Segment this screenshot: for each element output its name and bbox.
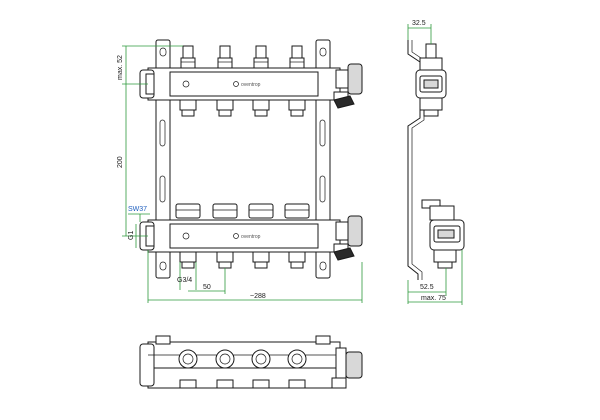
lower-outlets bbox=[179, 251, 306, 269]
top-view-valve-heads bbox=[178, 349, 307, 369]
top-view bbox=[139, 335, 363, 389]
dim-side-max: max. 75 bbox=[421, 295, 446, 302]
upper-vent-drain bbox=[333, 63, 363, 109]
valve-insert bbox=[180, 45, 196, 69]
upper-manifold-bar: oventrop bbox=[147, 67, 341, 101]
brand-label-upper: oventrop bbox=[241, 82, 261, 88]
outlet-nipple bbox=[252, 251, 270, 269]
front-dimensions: 200 max. 52 SW37 G1 G3/4 50 ~288 bbox=[117, 45, 363, 303]
side-dimensions: 32.5 52.5 max. 75 bbox=[407, 20, 463, 305]
front-view: oventrop bbox=[117, 39, 363, 303]
dim-side-bottom: 52.5 bbox=[420, 284, 434, 291]
lower-manifold-bar: oventrop bbox=[147, 219, 341, 253]
outlet-nipple bbox=[179, 251, 197, 269]
flow-meter bbox=[248, 203, 274, 219]
side-upper-body bbox=[415, 43, 447, 117]
valve-insert bbox=[289, 45, 305, 69]
upper-valve-inserts bbox=[180, 45, 305, 69]
upper-outlets bbox=[179, 99, 306, 117]
valve-insert bbox=[217, 45, 233, 69]
outlet-nipple bbox=[252, 99, 270, 117]
dim-overall-length: ~288 bbox=[250, 293, 266, 300]
side-lower-body bbox=[421, 199, 465, 269]
outlet-nipple bbox=[216, 251, 234, 269]
outlet-nipple bbox=[216, 99, 234, 117]
dim-inlet-thread: G1 bbox=[128, 231, 135, 240]
brand-label-lower: oventrop bbox=[241, 234, 261, 240]
flow-meters bbox=[175, 203, 310, 219]
outlet-nipple bbox=[288, 251, 306, 269]
flow-meter bbox=[175, 203, 201, 219]
dim-height: 200 bbox=[117, 156, 124, 168]
flow-meter bbox=[212, 203, 238, 219]
dim-pitch: 50 bbox=[203, 284, 211, 291]
dim-wrench: SW37 bbox=[128, 206, 147, 213]
outlet-nipple bbox=[288, 99, 306, 117]
dim-top-offset: max. 52 bbox=[117, 55, 124, 80]
lower-vent-drain bbox=[333, 215, 363, 261]
top-view-vent-drain bbox=[331, 347, 363, 389]
top-view-outlets bbox=[179, 379, 306, 389]
valve-insert bbox=[253, 45, 269, 69]
dim-outlet-thread: G3/4 bbox=[177, 277, 192, 284]
side-view: 32.5 52.5 max. 75 bbox=[407, 20, 465, 305]
dim-side-top: 32.5 bbox=[412, 20, 426, 27]
outlet-nipple bbox=[179, 99, 197, 117]
flow-meter bbox=[284, 203, 310, 219]
